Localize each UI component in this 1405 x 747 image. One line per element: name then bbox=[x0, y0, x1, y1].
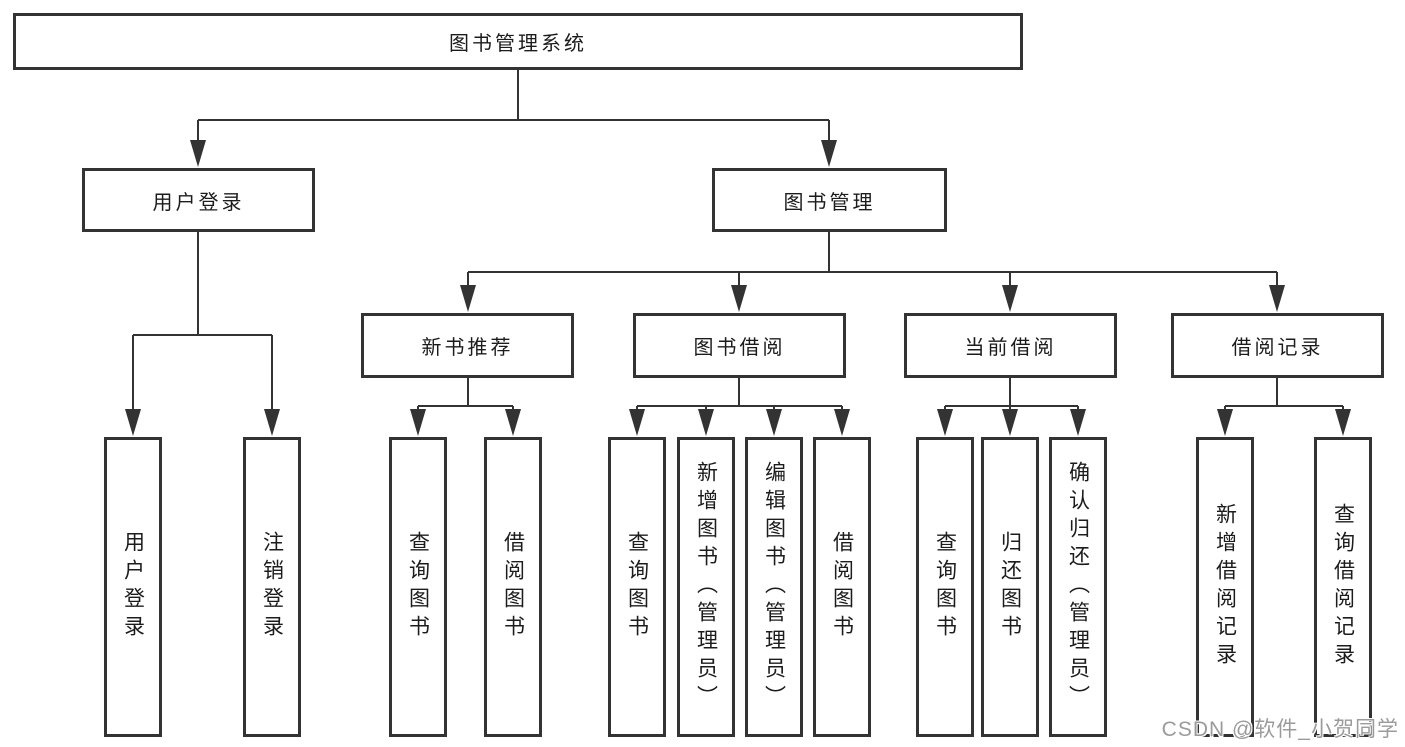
node-label: 借阅记录 bbox=[1231, 337, 1324, 359]
node-library-system: 图书管理系统 bbox=[13, 13, 1023, 70]
watermark: CSDN @软件_小贺同学 bbox=[1161, 718, 1399, 741]
node-label: 查询图书 bbox=[933, 531, 957, 643]
node-user-login: 用户登录 bbox=[82, 168, 315, 232]
node-query-books-recommend: 查询图书 bbox=[389, 437, 447, 737]
node-current-borrow: 当前借阅 bbox=[904, 313, 1117, 378]
node-add-books-admin: 新增图书（管理员） bbox=[677, 437, 735, 737]
node-borrow-books-recommend: 借阅图书 bbox=[484, 437, 542, 737]
node-book-borrow: 图书借阅 bbox=[633, 313, 846, 378]
node-logout: 注销登录 bbox=[243, 437, 301, 737]
node-confirm-return-admin: 确认归还（管理员） bbox=[1049, 437, 1107, 737]
node-label: 注销登录 bbox=[260, 531, 284, 643]
node-label: 借阅图书 bbox=[830, 531, 854, 643]
node-label: 用户登录 bbox=[152, 191, 245, 214]
node-label: 查询图书 bbox=[625, 531, 649, 643]
node-query-books-current: 查询图书 bbox=[916, 437, 974, 737]
node-new-book-recommend: 新书推荐 bbox=[361, 313, 574, 378]
node-query-borrow-record: 查询借阅记录 bbox=[1314, 437, 1372, 737]
node-label: 确认归还（管理员） bbox=[1066, 461, 1090, 713]
node-label: 图书管理 bbox=[783, 191, 876, 214]
node-add-borrow-record: 新增借阅记录 bbox=[1196, 437, 1254, 737]
node-label: 图书管理系统 bbox=[449, 33, 587, 55]
node-user-login-leaf: 用户登录 bbox=[104, 437, 162, 737]
node-label: 当前借阅 bbox=[964, 337, 1057, 359]
node-label: 新增图书（管理员） bbox=[694, 461, 718, 713]
node-label: 用户登录 bbox=[121, 531, 145, 643]
node-borrow-books-borrow: 借阅图书 bbox=[813, 437, 871, 737]
node-label: 借阅图书 bbox=[501, 531, 525, 643]
node-label: 归还图书 bbox=[998, 531, 1022, 643]
node-label: 图书借阅 bbox=[693, 337, 786, 359]
node-book-management: 图书管理 bbox=[712, 168, 947, 232]
node-label: 新书推荐 bbox=[421, 337, 514, 359]
node-label: 新增借阅记录 bbox=[1213, 503, 1237, 671]
node-label: 查询借阅记录 bbox=[1331, 503, 1355, 671]
node-edit-books-admin: 编辑图书（管理员） bbox=[745, 437, 803, 737]
node-borrow-records: 借阅记录 bbox=[1171, 313, 1384, 378]
node-label: 查询图书 bbox=[406, 531, 430, 643]
node-label: 编辑图书（管理员） bbox=[762, 461, 786, 713]
node-query-books-borrow: 查询图书 bbox=[608, 437, 666, 737]
node-return-books: 归还图书 bbox=[981, 437, 1039, 737]
